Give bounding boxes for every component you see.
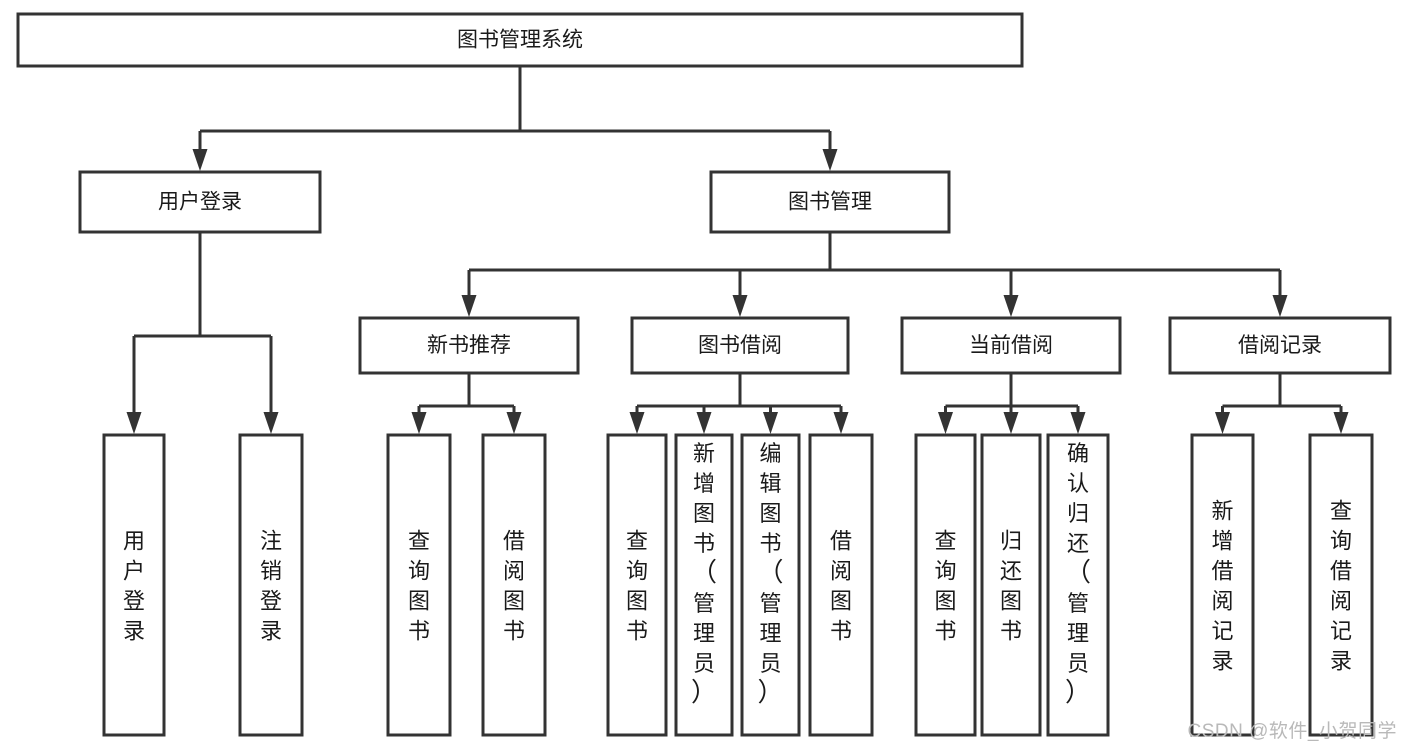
node-label: 图书管理系统 [457,29,583,52]
node-label: 查询图书 [934,528,956,643]
node-box [238,433,304,737]
node-box [630,316,850,375]
node-box [709,170,951,234]
node-box [1308,433,1374,737]
node-label: 借阅图书 [830,528,852,643]
node-new-book-rec[interactable]: 新书推荐 [358,316,580,375]
node-label: 借阅记录 [1238,334,1322,357]
node-label: 注销登录 [260,528,282,643]
node-box [78,170,322,234]
node-layer: 图书管理系统用户登录图书管理新书推荐图书借阅当前借阅借阅记录用户登录注销登录查询… [16,12,1392,737]
node-box [980,433,1042,737]
arrow-head-icon [461,295,477,317]
node-label: 查询图书 [408,528,430,643]
node-borrow-record[interactable]: 借阅记录 [1168,316,1392,375]
node-book-manage[interactable]: 图书管理 [709,170,951,234]
node-box [1168,316,1392,375]
node-leaf-user-login[interactable]: 用户登录 [102,433,166,737]
node-box [740,433,801,737]
node-label: 编辑图书（管理员） [757,441,783,707]
node-leaf-confirm-return[interactable]: 确认归还（管理员） [1046,433,1110,737]
arrow-head-icon [1333,412,1349,434]
arrow-head-icon [411,412,427,434]
node-leaf-query-book-3[interactable]: 查询图书 [914,433,977,737]
node-leaf-query-record[interactable]: 查询借阅记录 [1308,433,1374,737]
node-leaf-query-book-1[interactable]: 查询图书 [386,433,452,737]
node-label: 查询图书 [626,528,648,643]
node-box [358,316,580,375]
node-box [386,433,452,737]
node-box [481,433,547,737]
arrow-head-icon [1003,295,1019,317]
arrow-head-icon [732,295,748,317]
node-box [914,433,977,737]
node-box [606,433,668,737]
node-label: 新增借阅记录 [1211,498,1233,673]
node-box [808,433,874,737]
node-leaf-add-record[interactable]: 新增借阅记录 [1190,433,1255,737]
node-label: 查询借阅记录 [1330,498,1352,673]
node-label: 图书借阅 [698,334,782,357]
arrow-head-icon [263,412,279,434]
arrow-head-icon [1215,412,1230,434]
arrow-head-icon [696,412,712,434]
arrow-head-icon [192,149,208,171]
node-leaf-edit-book[interactable]: 编辑图书（管理员） [740,433,801,737]
arrow-head-icon [938,412,953,434]
arrow-head-icon [833,412,849,434]
node-label: 新增图书（管理员） [691,441,717,707]
arrow-head-icon [1070,412,1086,434]
arrow-head-icon [1003,412,1019,434]
node-label: 借阅图书 [503,528,525,643]
node-box [1190,433,1255,737]
node-label: 归还图书 [1000,528,1022,643]
node-box [102,433,166,737]
arrow-head-icon [506,412,522,434]
connector-layer [126,66,1349,434]
node-label: 当前借阅 [969,334,1053,357]
arrow-head-icon [763,412,778,434]
node-root[interactable]: 图书管理系统 [16,12,1024,68]
node-user-login[interactable]: 用户登录 [78,170,322,234]
node-box [674,433,734,737]
node-leaf-borrow-book-1[interactable]: 借阅图书 [481,433,547,737]
node-box [16,12,1024,68]
node-label: 图书管理 [788,191,872,214]
node-leaf-borrow-book-2[interactable]: 借阅图书 [808,433,874,737]
watermark-text: CSDN @软件_小贺同学 [1187,721,1397,742]
node-book-borrow[interactable]: 图书借阅 [630,316,850,375]
node-current-borrow[interactable]: 当前借阅 [900,316,1122,375]
arrow-head-icon [1272,295,1288,317]
node-leaf-logout[interactable]: 注销登录 [238,433,304,737]
arrow-head-icon [822,149,838,171]
node-label: 用户登录 [158,191,242,214]
node-label: 确认归还（管理员） [1065,441,1091,707]
node-leaf-add-book[interactable]: 新增图书（管理员） [674,433,734,737]
node-label: 用户登录 [123,528,145,643]
node-leaf-return-book[interactable]: 归还图书 [980,433,1042,737]
arrow-head-icon [629,412,645,434]
node-label: 新书推荐 [427,334,511,357]
node-leaf-query-book-2[interactable]: 查询图书 [606,433,668,737]
node-box [1046,433,1110,737]
node-box [900,316,1122,375]
arrow-head-icon [126,412,142,434]
